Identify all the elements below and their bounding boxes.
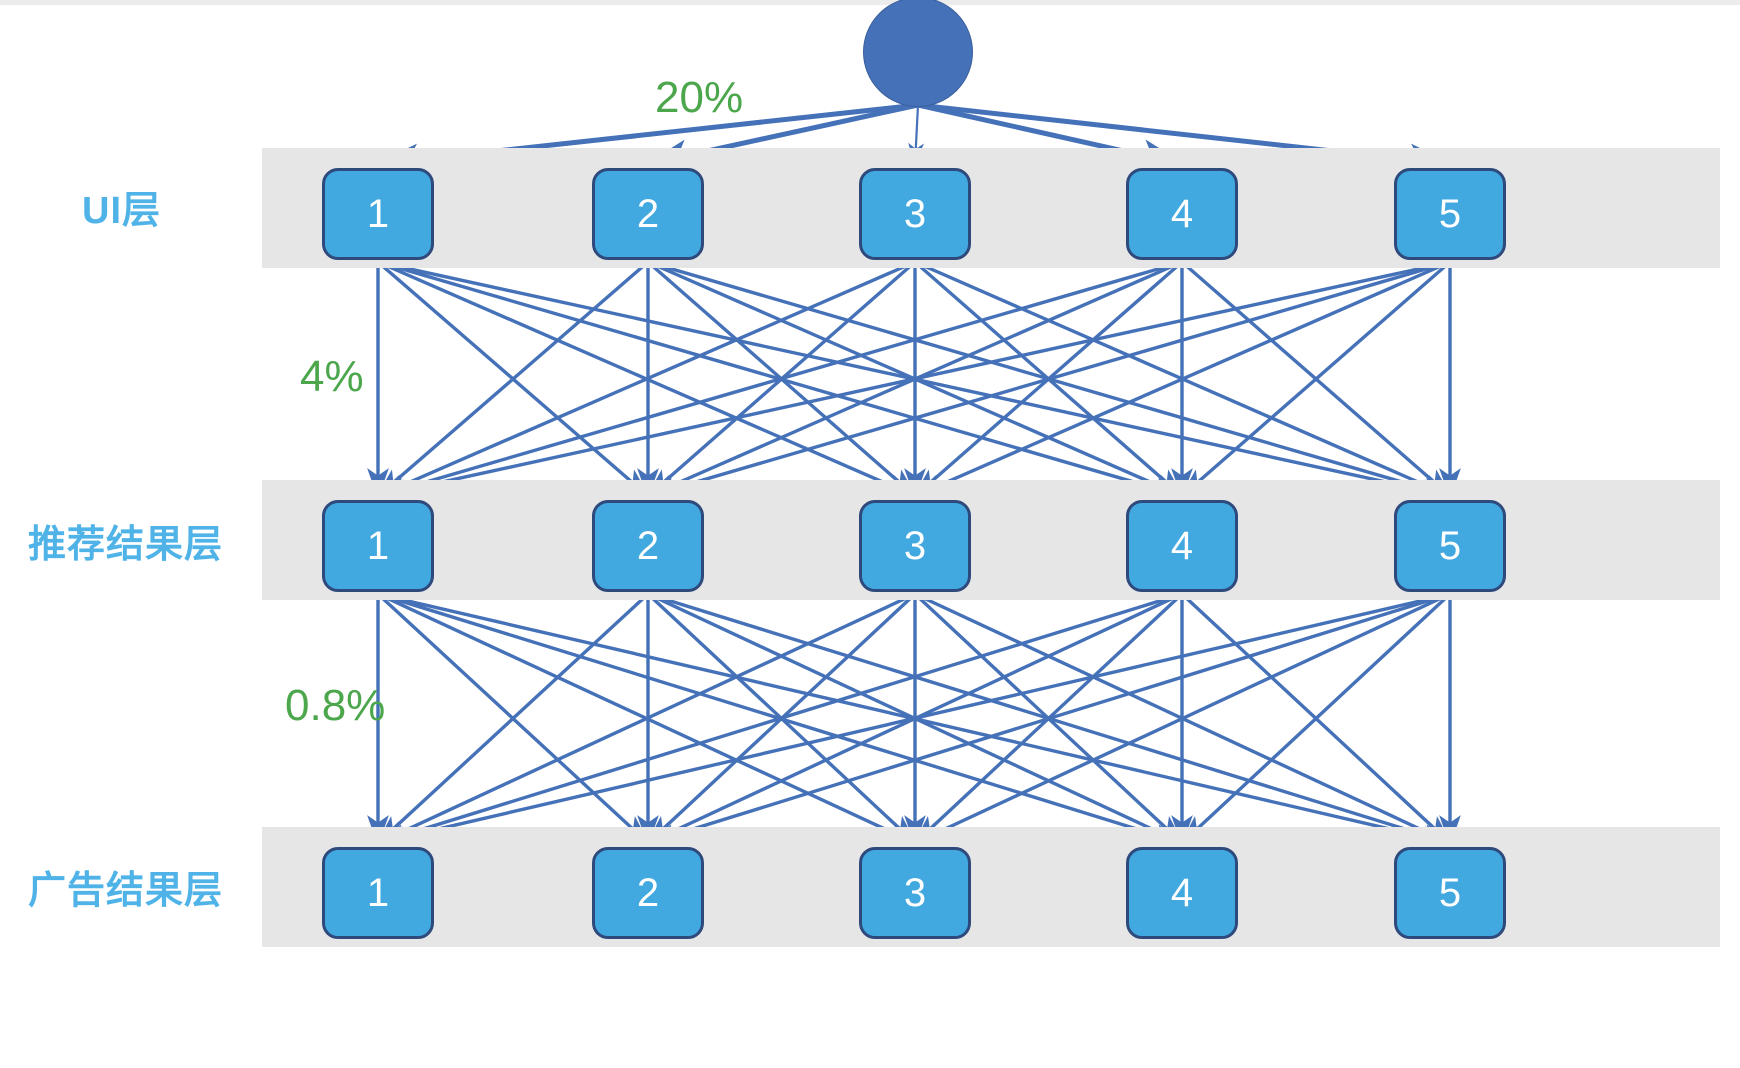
node-ui-5[interactable]: 5 [1394, 168, 1506, 260]
node-ads-4[interactable]: 4 [1126, 847, 1238, 939]
pct-ui-to-recommend: 4% [300, 352, 364, 401]
node-recommend-5[interactable]: 5 [1394, 500, 1506, 592]
root-node[interactable] [863, 0, 973, 107]
node-ads-2[interactable]: 2 [592, 847, 704, 939]
layer-label-ui: UI层 [82, 190, 162, 232]
top-strip [0, 0, 1740, 5]
node-recommend-1[interactable]: 1 [322, 500, 434, 592]
node-ads-1[interactable]: 1 [322, 847, 434, 939]
node-ui-3[interactable]: 3 [859, 168, 971, 260]
layer-label-ads: 广告结果层 [28, 870, 224, 912]
node-ui-1[interactable]: 1 [322, 168, 434, 260]
pct-recommend-to-ads: 0.8% [285, 681, 386, 730]
layer-label-recommend: 推荐结果层 [28, 524, 224, 566]
node-ui-2[interactable]: 2 [592, 168, 704, 260]
edges-ui-to-recommend [367, 260, 1461, 501]
node-ads-3[interactable]: 3 [859, 847, 971, 939]
edges-recommend-to-ads [367, 592, 1461, 848]
node-recommend-4[interactable]: 4 [1126, 500, 1238, 592]
node-ui-4[interactable]: 4 [1126, 168, 1238, 260]
pct-root-to-ui: 20% [655, 73, 744, 122]
node-recommend-3[interactable]: 3 [859, 500, 971, 592]
node-recommend-2[interactable]: 2 [592, 500, 704, 592]
node-ads-5[interactable]: 5 [1394, 847, 1506, 939]
